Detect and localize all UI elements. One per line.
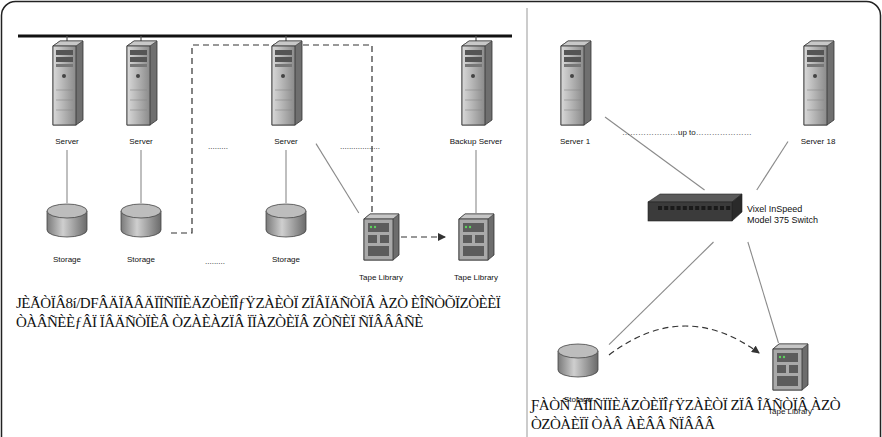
server-icon <box>459 40 493 126</box>
panel-divider <box>527 8 528 437</box>
figure-caption: ƑÀÒÑ ÀÏÏÑÏÏÈÄZÒÈÏÎƒŸZÀÈÒÏ ZÏÂ ÎÃÑÒÏÂ ÀZÒ… <box>531 396 876 434</box>
connection-line <box>66 150 67 203</box>
connection-line <box>605 117 705 190</box>
data-flow-arrow <box>171 45 445 237</box>
network-bus <box>18 35 512 38</box>
connection-line <box>475 150 476 213</box>
node-label: Server <box>27 137 107 147</box>
storage-icon <box>45 203 89 239</box>
tape-node: Tape Library <box>445 213 507 285</box>
switch-node: Vixel InSpeed Model 375 Switch <box>646 190 834 242</box>
ellipsis-dots: .................. <box>340 142 380 152</box>
storage-icon <box>556 343 600 379</box>
tape-library-icon <box>457 213 495 261</box>
node-label: Server 1 <box>535 137 615 147</box>
server-node: Backup Server <box>441 40 511 150</box>
tape-node: Tape Library <box>350 213 412 285</box>
connection-line <box>316 144 359 213</box>
node-label: Storage <box>246 255 326 265</box>
server-node: Server 18 <box>788 40 848 150</box>
node-label: Backup Server <box>431 137 521 147</box>
node-label: Server <box>101 137 181 147</box>
connection-line <box>140 150 141 203</box>
server-icon <box>50 40 84 126</box>
server-node: Server <box>111 40 171 150</box>
ellipsis-dots: ......... <box>205 257 225 267</box>
storage-icon <box>119 203 163 239</box>
storage-node: Storage <box>111 203 171 267</box>
connection-line <box>757 142 788 190</box>
tape-library-icon <box>771 343 809 391</box>
connection-line <box>748 242 779 343</box>
storage-node: Storage <box>256 203 316 267</box>
node-label: Storage <box>27 255 107 265</box>
node-label: Tape Library <box>340 273 422 283</box>
ellipsis-dots: ......... <box>208 142 228 152</box>
server-icon <box>558 40 592 126</box>
range-note: …………………up to………………… <box>622 128 752 138</box>
data-flow-arrow <box>609 326 759 355</box>
node-label: Server 18 <box>778 137 858 147</box>
storage-node: Storage <box>37 203 97 267</box>
server-icon <box>801 40 835 126</box>
node-label: Tape Library <box>435 273 517 283</box>
connection-line <box>609 242 714 345</box>
server-node: Server <box>256 40 316 150</box>
figure-caption: JÈÃÒÏÂ8í/DFÂÄÏÃÂÄÏÏÑÏÏÈÄZÒÈÏÎƒŸZÀÈÒÏ ZÏÂ… <box>16 294 521 332</box>
connection-line <box>285 150 286 203</box>
tape-library-icon <box>362 213 400 261</box>
storage-icon <box>264 203 308 239</box>
node-label: Storage <box>101 255 181 265</box>
server-icon <box>124 40 158 126</box>
node-label: Server <box>246 137 326 147</box>
server-node: Server 1 <box>545 40 605 150</box>
node-label: Vixel InSpeed Model 375 Switch <box>747 204 829 226</box>
switch-icon <box>646 192 744 224</box>
server-icon <box>269 40 303 126</box>
server-node: Server <box>37 40 97 150</box>
